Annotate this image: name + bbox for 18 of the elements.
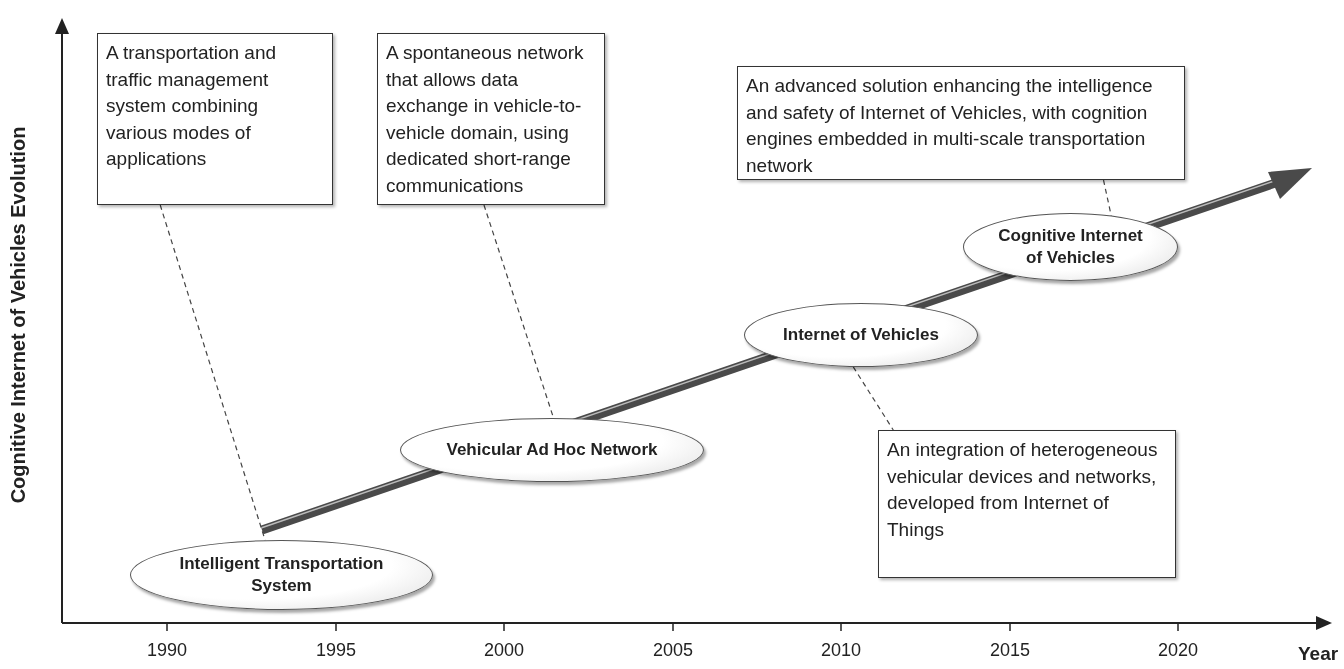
tick-label: 1990 <box>147 639 187 662</box>
tick-label: 2005 <box>653 639 693 662</box>
stage-ellipse: Internet of Vehicles <box>744 303 978 367</box>
tick-label: 2010 <box>821 639 861 662</box>
axis-title: Year <box>1298 642 1339 666</box>
tick-label: 1995 <box>316 639 356 662</box>
tick-label: 2015 <box>990 639 1030 662</box>
description-box: A transportation and traffic management system combining various modes of applications <box>97 33 333 205</box>
stage-ellipse: Vehicular Ad Hoc Network <box>400 418 704 482</box>
description-box: A spontaneous network that allows data exchange in vehicle-to-vehicle domain, using dedicated short-range communications <box>377 33 605 205</box>
stage-ellipse: Intelligent Transportation System <box>130 540 433 610</box>
stage-ellipse: Cognitive Internet of Vehicles <box>963 213 1178 281</box>
description-box: An advanced solution enhancing the intelligence and safety of Internet of Vehicles, with cognition engines embedded in multi-scale transportation network <box>737 66 1185 180</box>
tick-label: 2000 <box>484 639 524 662</box>
axis-title: Cognitive Internet of Vehicles Evolution <box>6 126 30 504</box>
description-box: An integration of heterogeneous vehicular devices and networks, developed from Internet of Things <box>878 430 1176 578</box>
tick-label: 2020 <box>1158 639 1198 662</box>
leader-line <box>852 366 894 431</box>
